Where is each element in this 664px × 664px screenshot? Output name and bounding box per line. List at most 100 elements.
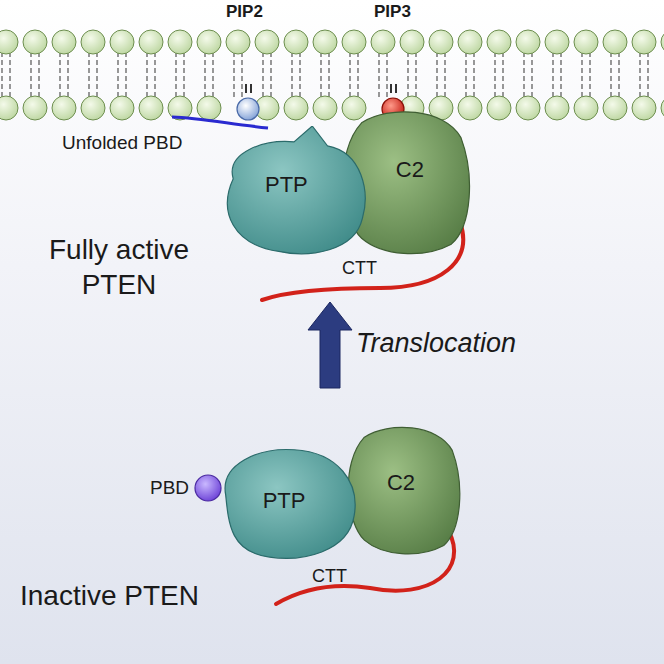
- lipid-tail: [9, 52, 10, 98]
- lipid-head: [52, 96, 76, 120]
- lipid-bilayer: [0, 30, 664, 120]
- lipid-tail: [531, 52, 532, 98]
- lipid-head: [603, 96, 627, 120]
- state-label: Fully active PTEN: [30, 232, 208, 302]
- lipid-head: [139, 30, 163, 54]
- lipid-tail: [639, 52, 640, 98]
- domain-label: PBD: [150, 477, 189, 499]
- lipid-head: [226, 30, 250, 54]
- lipid-head: [23, 30, 47, 54]
- lipid-head: [52, 30, 76, 54]
- lipid-head: [458, 30, 482, 54]
- lipid-label: PIP2: [226, 2, 263, 22]
- lipid-tail: [589, 52, 590, 98]
- lipid-tail: [618, 52, 619, 98]
- lipid-tail: [299, 52, 300, 98]
- lipid-tail: [241, 52, 242, 98]
- lipid-head: [342, 96, 366, 120]
- lipid-head: [0, 30, 18, 54]
- lipid-tail: [38, 52, 39, 98]
- lipid-tail: [494, 52, 495, 98]
- lipid-tail: [328, 52, 329, 98]
- lipid-tail: [88, 52, 89, 98]
- lipid-head: [197, 30, 221, 54]
- lipid-head: [516, 96, 540, 120]
- lipid-tail: [96, 52, 97, 98]
- lipid-head: [110, 30, 134, 54]
- lipid-head: [429, 30, 453, 54]
- lipid-tail: [444, 52, 445, 98]
- domain-label: C2: [396, 157, 424, 183]
- bond-mark: [390, 84, 392, 93]
- lipid-head: [110, 96, 134, 120]
- lipid-tail: [30, 52, 31, 98]
- lipid-tail: [117, 52, 118, 98]
- lipid-tail: [204, 52, 205, 98]
- lipid-tail: [436, 52, 437, 98]
- lipid-tail: [647, 52, 648, 98]
- lipid-head: [516, 30, 540, 54]
- pbd-domain: [195, 475, 221, 501]
- lipid-tail: [560, 52, 561, 98]
- lipid-tail: [523, 52, 524, 98]
- lipid-head: [574, 30, 598, 54]
- lipid-head: [139, 96, 163, 120]
- lipid-tail: [67, 52, 68, 98]
- lipid-head: [545, 96, 569, 120]
- lipid-tail: [262, 52, 263, 98]
- lipid-head: [81, 30, 105, 54]
- lipid-label: PIP3: [374, 2, 411, 22]
- lipid-tail: [473, 52, 474, 98]
- lipid-tail: [212, 52, 213, 98]
- lipid-tail: [146, 52, 147, 98]
- lipid-head: [632, 30, 656, 54]
- lipid-tail: [1, 52, 2, 98]
- domain-label: Unfolded PBD: [62, 132, 182, 154]
- lipid-tail: [233, 52, 234, 98]
- lipid-tail: [349, 52, 350, 98]
- lipid-tail: [502, 52, 503, 98]
- lipid-tail: [415, 52, 416, 98]
- lipid-tail: [378, 52, 379, 98]
- lipid-head: [0, 96, 18, 120]
- lipid-head: [168, 30, 192, 54]
- lipid-head: [661, 30, 664, 54]
- lipid-head: [487, 30, 511, 54]
- lipid-head: [23, 96, 47, 120]
- lipid-head: [342, 30, 366, 54]
- lipid-head: [197, 96, 221, 120]
- domain-label: PTP: [265, 172, 308, 198]
- lipid-head: [284, 30, 308, 54]
- c2-domain: C2: [340, 424, 462, 556]
- lipid-head: [255, 30, 279, 54]
- lipid-head: [574, 96, 598, 120]
- lipid-head: [458, 96, 482, 120]
- lipid-tail: [320, 52, 321, 98]
- lipid-tail: [357, 52, 358, 98]
- lipid-head: [661, 96, 664, 120]
- ptp-domain: PTP: [218, 126, 370, 258]
- lipid-head: [400, 30, 424, 54]
- lipid-head: [313, 30, 337, 54]
- ptp-domain: PTP: [214, 440, 360, 562]
- bond-mark: [395, 84, 397, 93]
- process-label: Translocation: [356, 328, 516, 359]
- lipid-head: [81, 96, 105, 120]
- lipid-head: [603, 30, 627, 54]
- lipid-tail: [154, 52, 155, 98]
- unfolded-pbd-line: [172, 117, 268, 128]
- lipid-head: [632, 96, 656, 120]
- lipid-tail: [581, 52, 582, 98]
- lipid-tail: [59, 52, 60, 98]
- translocation-arrow: [308, 302, 352, 388]
- tail-label: CTT: [342, 258, 377, 279]
- lipid-tail: [125, 52, 126, 98]
- lipid-tail: [270, 52, 271, 98]
- lipid-head: [487, 96, 511, 120]
- lipid-tail: [175, 52, 176, 98]
- bond-mark: [245, 84, 247, 93]
- lipid-tail: [291, 52, 292, 98]
- lipid-tail: [610, 52, 611, 98]
- lipid-head: [545, 30, 569, 54]
